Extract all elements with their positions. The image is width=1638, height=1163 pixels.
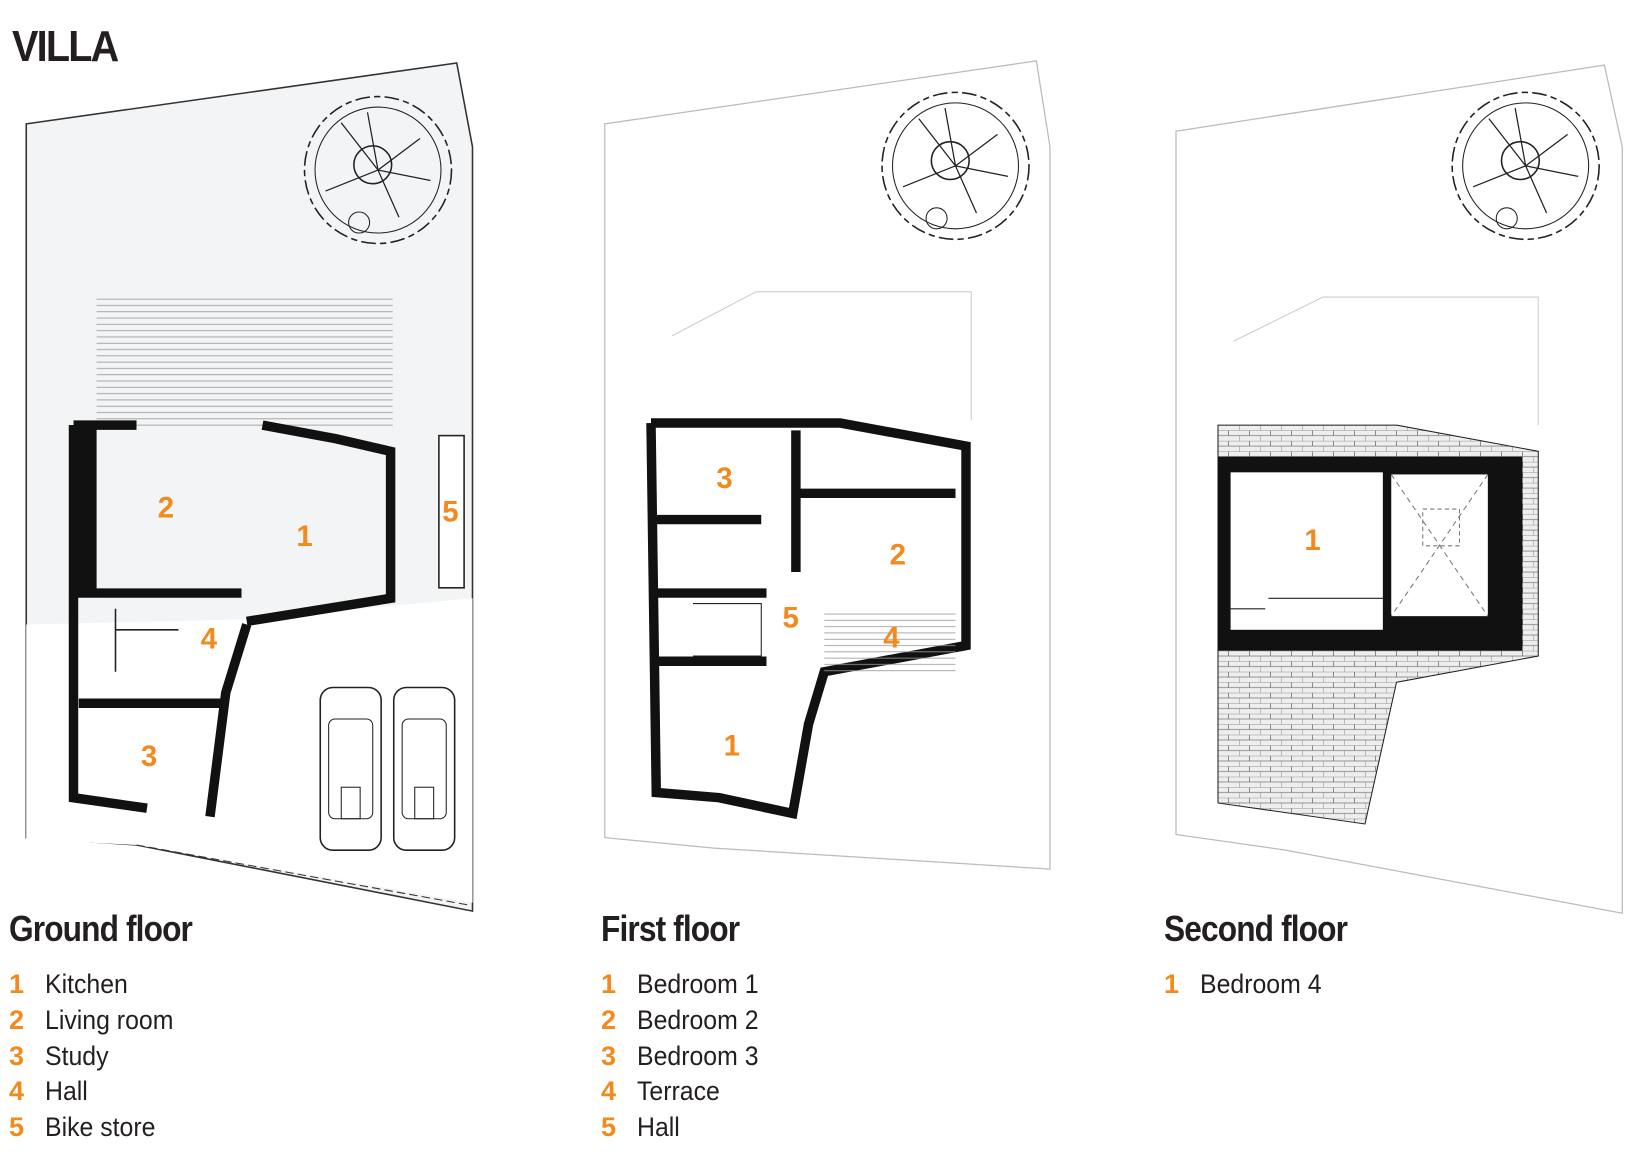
room-number: 5: [782, 602, 798, 635]
room-number: 1: [1304, 524, 1320, 557]
tree-icon: [881, 91, 1030, 241]
site-boundary: [1175, 64, 1623, 914]
room-number: 2: [158, 491, 174, 524]
site-boundary: [604, 60, 1051, 870]
second-floor-plan: 1: [1175, 64, 1623, 914]
room-number: 3: [716, 462, 732, 495]
room-number: 3: [141, 740, 157, 773]
room-number: 5: [442, 496, 458, 529]
car-icon: [392, 686, 456, 851]
car-icon: [319, 686, 382, 851]
room-number: 2: [890, 539, 906, 572]
ground-floor-heading: Ground floor: [9, 908, 193, 949]
page-title: VILLA: [12, 22, 119, 71]
first-floor-heading: First floor: [601, 908, 740, 949]
first-floor-walls: [646, 418, 971, 820]
ground-floor-plan: 1 2 3 4 5: [25, 62, 474, 913]
room-number: 4: [883, 622, 900, 655]
first-floor-plan: 1 2 3 4 5: [604, 60, 1051, 870]
tree-icon: [1451, 91, 1600, 241]
room-number: 4: [201, 623, 218, 656]
ground-floor-walls: [68, 420, 396, 818]
room-number: 1: [296, 520, 312, 553]
room-number: 1: [724, 730, 740, 763]
second-floor-heading: Second floor: [1164, 908, 1348, 949]
